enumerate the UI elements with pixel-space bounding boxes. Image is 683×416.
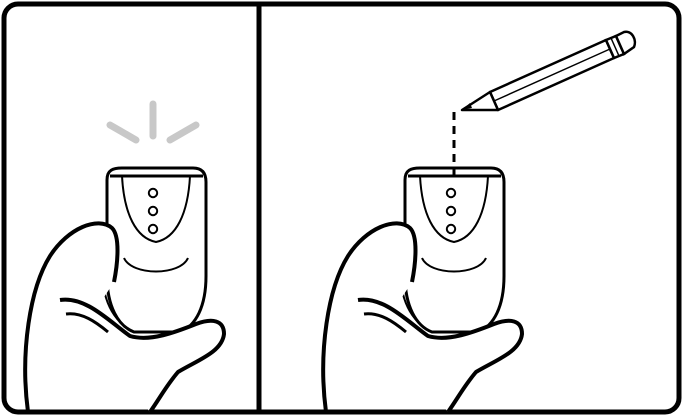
panel-touch-pencil xyxy=(321,30,637,414)
panel-press-device xyxy=(23,100,226,414)
light-flash-icon xyxy=(106,100,200,144)
pencil-icon xyxy=(460,30,637,112)
